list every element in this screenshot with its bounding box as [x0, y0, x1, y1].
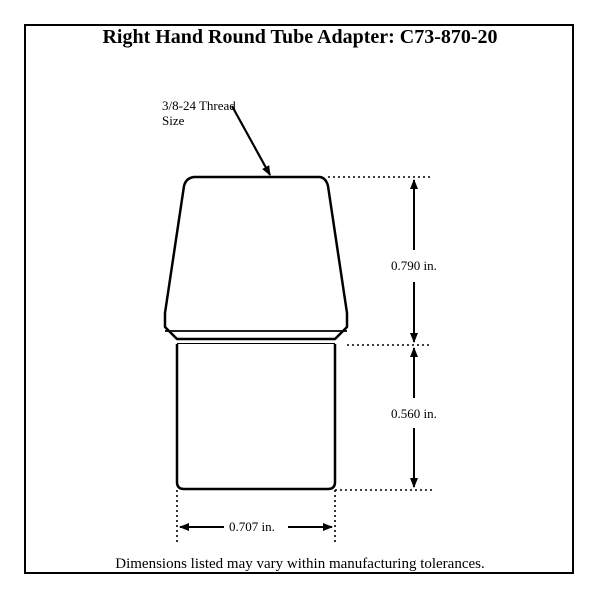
- lower-height-label: 0.560 in.: [391, 406, 437, 421]
- upper-height-label: 0.790 in.: [391, 258, 437, 273]
- tolerance-note: Dimensions listed may vary within manufa…: [115, 556, 485, 572]
- diameter-label: 0.707 in.: [229, 519, 275, 534]
- cylinder-section: [175, 344, 337, 491]
- thread-size-line1: 3/8-24 Thread: [162, 98, 236, 113]
- thread-leader-line: [231, 105, 271, 176]
- thread-size-label: 3/8-24 Thread Size: [162, 98, 236, 128]
- thread-size-line2: Size: [162, 113, 185, 128]
- tapered-section: [163, 175, 349, 341]
- drawing-title: Right Hand Round Tube Adapter: C73-870-2…: [102, 26, 498, 48]
